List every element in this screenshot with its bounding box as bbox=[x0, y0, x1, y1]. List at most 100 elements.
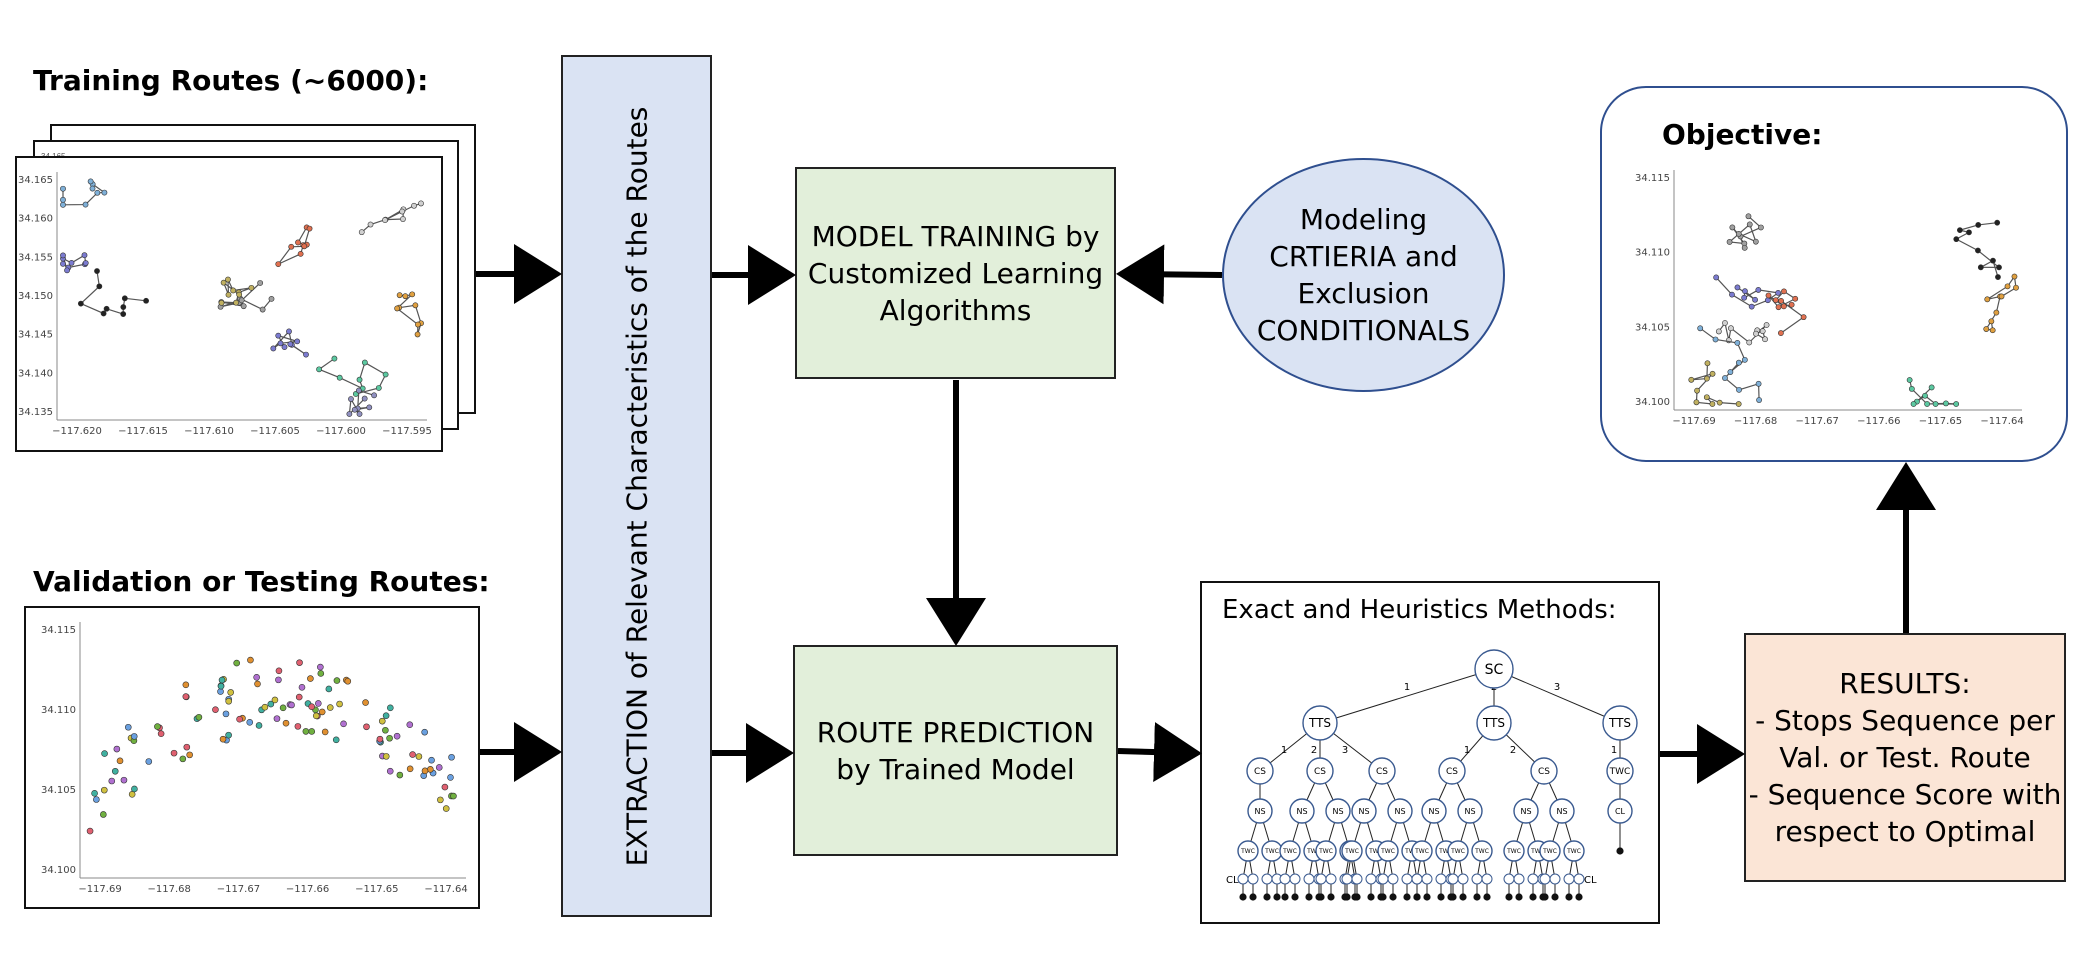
tree-cl-node bbox=[1325, 873, 1337, 885]
training-stop bbox=[225, 291, 232, 298]
objective-stop bbox=[1775, 289, 1782, 296]
validation-point bbox=[387, 704, 394, 712]
tree-edge-label: 2 bbox=[1311, 745, 1317, 756]
validation-point bbox=[282, 719, 290, 727]
training-stop bbox=[361, 395, 368, 402]
objective-stop bbox=[1953, 401, 1960, 407]
tree-leaf bbox=[1291, 893, 1299, 901]
training-stop bbox=[294, 338, 301, 345]
tree-edge-label: 2 bbox=[1510, 745, 1516, 756]
tree-twc-node-label: TWC bbox=[1414, 848, 1429, 855]
criteria-line-2: CRTIERIA and bbox=[1269, 240, 1458, 273]
training-stop bbox=[288, 243, 295, 250]
training-stop bbox=[400, 216, 406, 222]
training-y-tick: 34.135 bbox=[18, 407, 53, 418]
training-stop bbox=[371, 392, 377, 399]
training-stop bbox=[64, 267, 70, 274]
results-line-1: RESULTS: bbox=[1839, 667, 1971, 700]
training-x-tick: −117.595 bbox=[382, 426, 432, 437]
validation-point bbox=[421, 728, 428, 736]
objective-y-tick: 34.110 bbox=[1635, 248, 1670, 259]
criteria-line-1: Modeling bbox=[1299, 203, 1428, 236]
training-stop bbox=[120, 304, 127, 310]
tree-cl-node bbox=[1481, 873, 1493, 885]
tree-cl-node bbox=[1341, 873, 1353, 885]
training-stop bbox=[356, 376, 363, 383]
tree-twc-node-label: TWC bbox=[1264, 848, 1279, 855]
training-x-tick: −117.600 bbox=[316, 426, 366, 437]
training-y-tick: 34.155 bbox=[18, 252, 53, 263]
criteria-line-3: Exclusion bbox=[1297, 277, 1430, 310]
validation-x-tick: −117.69 bbox=[78, 884, 121, 895]
tree-cs-node bbox=[1246, 757, 1274, 785]
objective-x-tick: −117.69 bbox=[1672, 416, 1715, 427]
objective-stop bbox=[1762, 336, 1768, 343]
training-stop bbox=[346, 411, 353, 417]
tree-ns-node-label: NS bbox=[1358, 807, 1369, 816]
validation-point bbox=[261, 703, 269, 711]
objective-stop bbox=[1780, 303, 1787, 310]
validation-point bbox=[111, 767, 119, 775]
validation-point bbox=[124, 723, 132, 731]
training-stop bbox=[331, 355, 338, 362]
training-stop bbox=[409, 291, 416, 298]
objective-stop bbox=[1908, 385, 1915, 392]
tree-twc-node bbox=[1341, 840, 1363, 862]
training-stop bbox=[236, 291, 243, 298]
training-stop bbox=[101, 189, 108, 196]
validation-point bbox=[219, 735, 227, 743]
tree-twc-node-label: TWC bbox=[1368, 848, 1383, 855]
training-stop bbox=[220, 279, 227, 286]
validation-point bbox=[294, 723, 302, 730]
validation-stop-plot: 34.11534.11034.10534.100−117.69−117.68−1… bbox=[41, 622, 468, 895]
training-route-line bbox=[396, 293, 422, 335]
tree-leaf bbox=[1616, 847, 1624, 855]
tree-twc-node-label: TWC bbox=[1344, 848, 1359, 855]
objective-stop bbox=[1989, 327, 1996, 334]
objective-stop bbox=[1734, 339, 1741, 346]
tree-twc-node bbox=[1447, 840, 1469, 862]
validation-point bbox=[378, 717, 386, 725]
objective-stop bbox=[1755, 380, 1762, 387]
tree-leaf bbox=[1353, 893, 1361, 901]
tree-cl-node bbox=[1289, 873, 1301, 885]
tree-twc-node-label: TWC bbox=[1474, 848, 1489, 855]
objective-stop bbox=[1694, 387, 1700, 394]
modeling-criteria-ellipse: Modeling CRTIERIA and Exclusion CONDITIO… bbox=[1222, 158, 1505, 392]
tree-leaf bbox=[1379, 893, 1387, 901]
validation-point bbox=[157, 730, 165, 737]
tree-ns-node bbox=[1513, 798, 1539, 824]
tree-ns-node-label: NS bbox=[1332, 807, 1343, 816]
tree-leaf bbox=[1565, 893, 1573, 901]
validation-point bbox=[333, 677, 341, 684]
results-box: RESULTS: - Stops Sequence per Val. or Te… bbox=[1744, 633, 2066, 882]
results-line-3: Val. or Test. Route bbox=[1779, 741, 2031, 774]
objective-stop bbox=[1983, 326, 1990, 332]
extraction-bar: EXTRACTION of Relevant Characteristics o… bbox=[561, 55, 712, 917]
training-stop bbox=[414, 331, 421, 338]
objective-stop bbox=[1735, 231, 1742, 237]
training-stop bbox=[60, 201, 66, 208]
training-stop bbox=[218, 299, 225, 306]
validation-routes-heading: Validation or Testing Routes: bbox=[33, 565, 490, 598]
validation-point bbox=[312, 712, 320, 720]
tree-leaf bbox=[1529, 893, 1537, 901]
validation-point bbox=[318, 708, 326, 716]
validation-point bbox=[308, 703, 315, 711]
training-stop bbox=[82, 201, 89, 208]
tree-leaf bbox=[1437, 893, 1445, 901]
training-stop bbox=[257, 280, 264, 286]
objective-stop bbox=[1755, 287, 1762, 293]
training-stop bbox=[60, 252, 66, 259]
training-stop bbox=[94, 189, 101, 196]
objective-stop bbox=[1715, 328, 1722, 335]
tree-cl-node bbox=[1471, 873, 1483, 885]
tree-edge-label: 1 bbox=[1281, 745, 1287, 756]
training-stop bbox=[230, 287, 237, 294]
training-stop bbox=[60, 260, 66, 267]
tree-root-node-label: SC bbox=[1485, 662, 1504, 678]
results-line-5: respect to Optimal bbox=[1774, 815, 2036, 848]
tree-cl-node bbox=[1387, 873, 1399, 885]
training-stop bbox=[89, 185, 96, 192]
objective-stop bbox=[1742, 288, 1748, 295]
